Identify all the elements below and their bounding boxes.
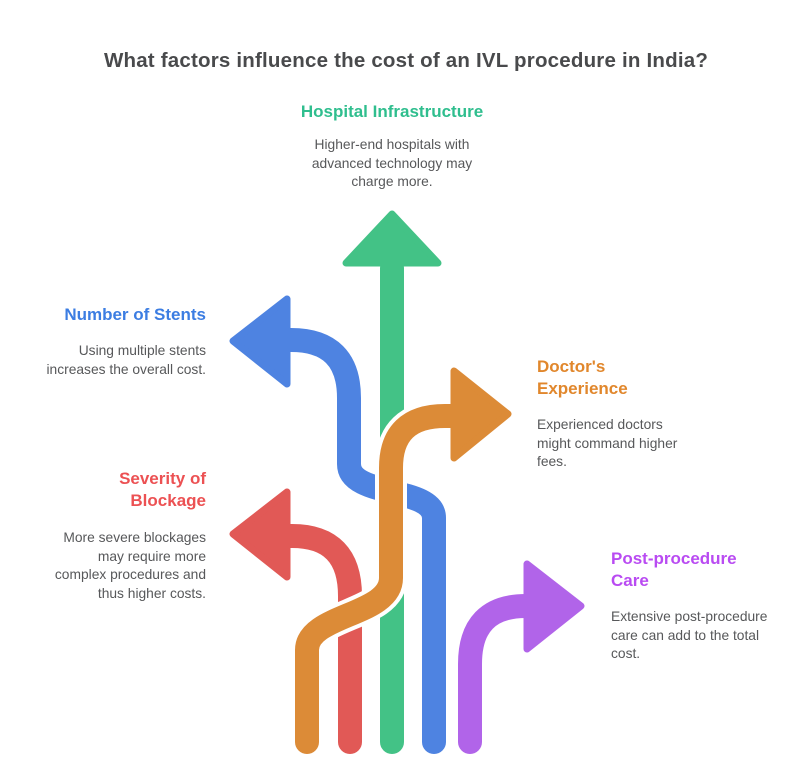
factor-label-line: Post-procedure — [611, 549, 737, 568]
factor-desc-line: fees. — [537, 454, 567, 470]
factor-desc-line: cost. — [611, 646, 641, 662]
factor-label-line: Blockage — [130, 491, 206, 510]
factor-description: Extensive post-procedure care can add to… — [611, 608, 807, 664]
arrow-right-purple-icon — [454, 555, 590, 758]
factor-desc-line: charge more. — [351, 174, 433, 190]
arrow-left-red-icon — [224, 483, 366, 758]
factor-label: Doctor's Experience — [537, 356, 727, 400]
factor-label-line: Care — [611, 571, 649, 590]
factor-description: Experienced doctors might command higher… — [537, 416, 727, 472]
factor-desc-line: may require more — [97, 548, 206, 564]
factor-number-of-stents: Number of Stents Using multiple stents i… — [8, 304, 206, 379]
factor-label-line: Hospital Infrastructure — [300, 102, 484, 121]
factor-desc-line: care can add to the total — [611, 627, 760, 643]
factor-description: Higher-end hospitals with advanced techn… — [262, 136, 522, 192]
factor-desc-line: increases the overall cost. — [46, 361, 206, 377]
factor-desc-line: Using multiple stents — [78, 343, 206, 358]
factor-desc-line: advanced technology may — [311, 155, 473, 171]
factor-desc-line: More severe blockages — [63, 530, 206, 545]
factor-doctors-experience: Doctor's Experience Experienced doctors … — [537, 356, 727, 472]
factor-label-line: Experience — [537, 379, 628, 398]
factor-label: Post-procedure Care — [611, 548, 807, 592]
factor-label-line: Doctor's — [537, 357, 606, 376]
page-title: What factors influence the cost of an IV… — [103, 49, 709, 72]
factor-label: Hospital Infrastructure — [262, 101, 522, 123]
factor-desc-line: Extensive post-procedure — [611, 609, 768, 624]
factor-desc-line: might command higher — [537, 435, 678, 451]
factor-post-procedure-care: Post-procedure Care Extensive post-proce… — [611, 548, 807, 664]
factor-desc-line: Experienced doctors — [537, 417, 663, 432]
arrow-left-blue-icon — [224, 290, 450, 758]
arrow-right-orange-icon — [291, 362, 517, 758]
factor-hospital-infrastructure: Hospital Infrastructure Higher-end hospi… — [262, 101, 522, 192]
factor-desc-line: thus higher costs. — [97, 585, 206, 601]
factor-description: Using multiple stents increases the over… — [8, 342, 206, 379]
factor-label: Severity of Blockage — [10, 468, 206, 512]
factor-label-line: Number of Stents — [64, 305, 206, 324]
factor-label-line: Severity of — [119, 469, 206, 488]
factor-desc-line: Higher-end hospitals with — [314, 137, 470, 152]
factor-desc-line: complex procedures and — [54, 567, 206, 583]
factor-label: Number of Stents — [8, 304, 206, 326]
factor-description: More severe blockages may require more c… — [10, 529, 206, 603]
factor-severity-of-blockage: Severity of Blockage More severe blockag… — [10, 468, 206, 603]
